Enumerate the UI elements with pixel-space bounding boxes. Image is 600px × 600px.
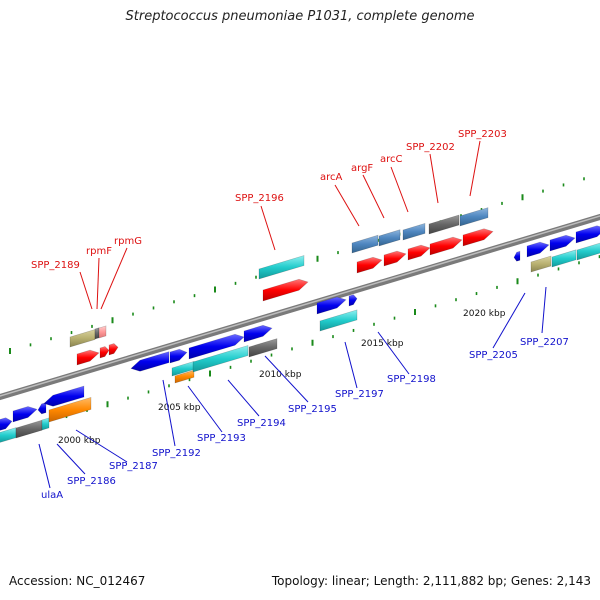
callout-line-spp2186 (56, 443, 86, 475)
gene-label-ulaa[interactable]: ulaA (41, 490, 63, 501)
cds-arca (356, 256, 383, 274)
callout-line-spp2202 (429, 153, 439, 204)
cog-spp2187 (48, 396, 92, 423)
genome-axis (0, 213, 600, 401)
gene-spp2186 (43, 385, 85, 407)
callout-line-spp2194 (227, 379, 260, 417)
gene-spp2205 (526, 241, 550, 258)
gene-label-spp2202[interactable]: SPP_2202 (406, 142, 455, 153)
callout-line-spp2192 (162, 379, 176, 447)
cog-spp2196 (258, 255, 305, 280)
cog-rpmg (98, 325, 107, 339)
cog-spp2197 (319, 309, 358, 332)
cds-argf (383, 250, 407, 267)
genome-summary-text: Topology: linear; Length: 2,111,882 bp; … (271, 574, 591, 588)
cog-spp2195 (248, 338, 278, 358)
cds-rpmg (108, 343, 119, 356)
cog-spp2207 (576, 242, 600, 261)
callout-line-arcc (390, 166, 409, 213)
scale-label-2015: 2015 kbp (361, 339, 404, 349)
gene-spp2192 (130, 351, 170, 372)
callout-line-spp2207 (541, 286, 547, 334)
gene-label-spp2196[interactable]: SPP_2196 (235, 193, 284, 204)
callout-line-rpmf (96, 257, 100, 310)
gene-features (0, 207, 600, 443)
gene-label-arcc[interactable]: arcC (380, 154, 403, 165)
cog-spp2206 (551, 249, 577, 268)
gene-label-spp2193[interactable]: SPP_2193 (197, 433, 246, 444)
gene-left-a (0, 417, 13, 431)
callout-line-spp2197 (344, 341, 358, 389)
gene-label-spp2194[interactable]: SPP_2194 (237, 418, 286, 429)
scale-label-2020: 2020 kbp (463, 309, 506, 319)
callout-line-spp2203 (469, 140, 481, 197)
map-title: Streptococcus pneumoniae P1031, complete… (125, 9, 475, 24)
gene-spp2204 (513, 250, 521, 262)
scale-label-2005: 2005 kbp (158, 403, 201, 413)
cds-arcc (407, 244, 431, 261)
gene-label-spp2187[interactable]: SPP_2187 (109, 461, 158, 472)
cds-spp2203 (462, 228, 494, 247)
cog-spp2205 (530, 255, 552, 273)
callout-line-argf (362, 174, 385, 219)
gene-spp2192b (169, 348, 188, 364)
cog-spp2189 (69, 329, 96, 348)
callout-line-spp2198 (377, 331, 410, 375)
gene-label-arca[interactable]: arcA (320, 172, 343, 183)
scale-label-2000: 2000 kbp (58, 436, 101, 446)
callout-line-ulaa (38, 443, 51, 489)
gene-label-spp2192[interactable]: SPP_2192 (152, 448, 201, 459)
cds-spp2196 (262, 278, 309, 302)
cog-spp2192b (174, 369, 195, 384)
callout-line-spp2193 (187, 385, 223, 433)
gene-label-rpmf[interactable]: rpmF (86, 246, 112, 257)
gene-label-spp2189[interactable]: SPP_2189 (31, 260, 80, 271)
accession-text: Accession: NC_012467 (9, 574, 146, 588)
cog-spp2202 (428, 214, 460, 235)
cds-rpmf (99, 346, 110, 359)
gene-label-spp2203[interactable]: SPP_2203 (458, 129, 507, 140)
callout-line-rpmg (100, 247, 128, 310)
callout-line-spp2189 (79, 271, 93, 310)
cds-spp2189 (76, 349, 100, 366)
genome-axis-highlight (0, 215, 600, 397)
gene-spp2197b (348, 294, 358, 307)
gene-spp2207 (575, 225, 600, 244)
gene-label-rpmg[interactable]: rpmG (114, 236, 142, 247)
cds-spp2202 (429, 236, 463, 256)
cog-argf (378, 229, 401, 247)
gene-spp2197 (316, 296, 347, 315)
cog-arca (351, 234, 379, 254)
gene-label-argf[interactable]: argF (351, 163, 373, 174)
gene-label-spp2198[interactable]: SPP_2198 (387, 374, 436, 385)
cog-spp2203 (459, 207, 489, 227)
callout-line-arca (334, 184, 360, 227)
gene-spp2194 (243, 324, 273, 343)
callout-line-spp2195 (264, 355, 309, 403)
gene-spp2193 (188, 333, 245, 360)
cog-spp2186b (41, 417, 50, 431)
cog-rpmf (94, 327, 100, 340)
cog-spp2186 (15, 419, 43, 439)
gene-left-c (37, 402, 47, 415)
callout-line-spp2196 (260, 205, 276, 251)
gene-label-spp2197[interactable]: SPP_2197 (335, 389, 384, 400)
gene-label-spp2207[interactable]: SPP_2207 (520, 337, 569, 348)
callout-line-spp2205 (492, 292, 526, 349)
gene-label-spp2186[interactable]: SPP_2186 (67, 476, 116, 487)
gene-label-spp2195[interactable]: SPP_2195 (288, 404, 337, 415)
cog-arcc (402, 222, 426, 241)
gene-left-b (12, 406, 38, 423)
gene-label-spp2205[interactable]: SPP_2205 (469, 350, 518, 361)
gene-spp2206 (549, 234, 576, 252)
scale-label-2010: 2010 kbp (259, 370, 302, 380)
cog-spp2193 (192, 345, 249, 373)
callout-line-spp2187 (75, 429, 128, 463)
